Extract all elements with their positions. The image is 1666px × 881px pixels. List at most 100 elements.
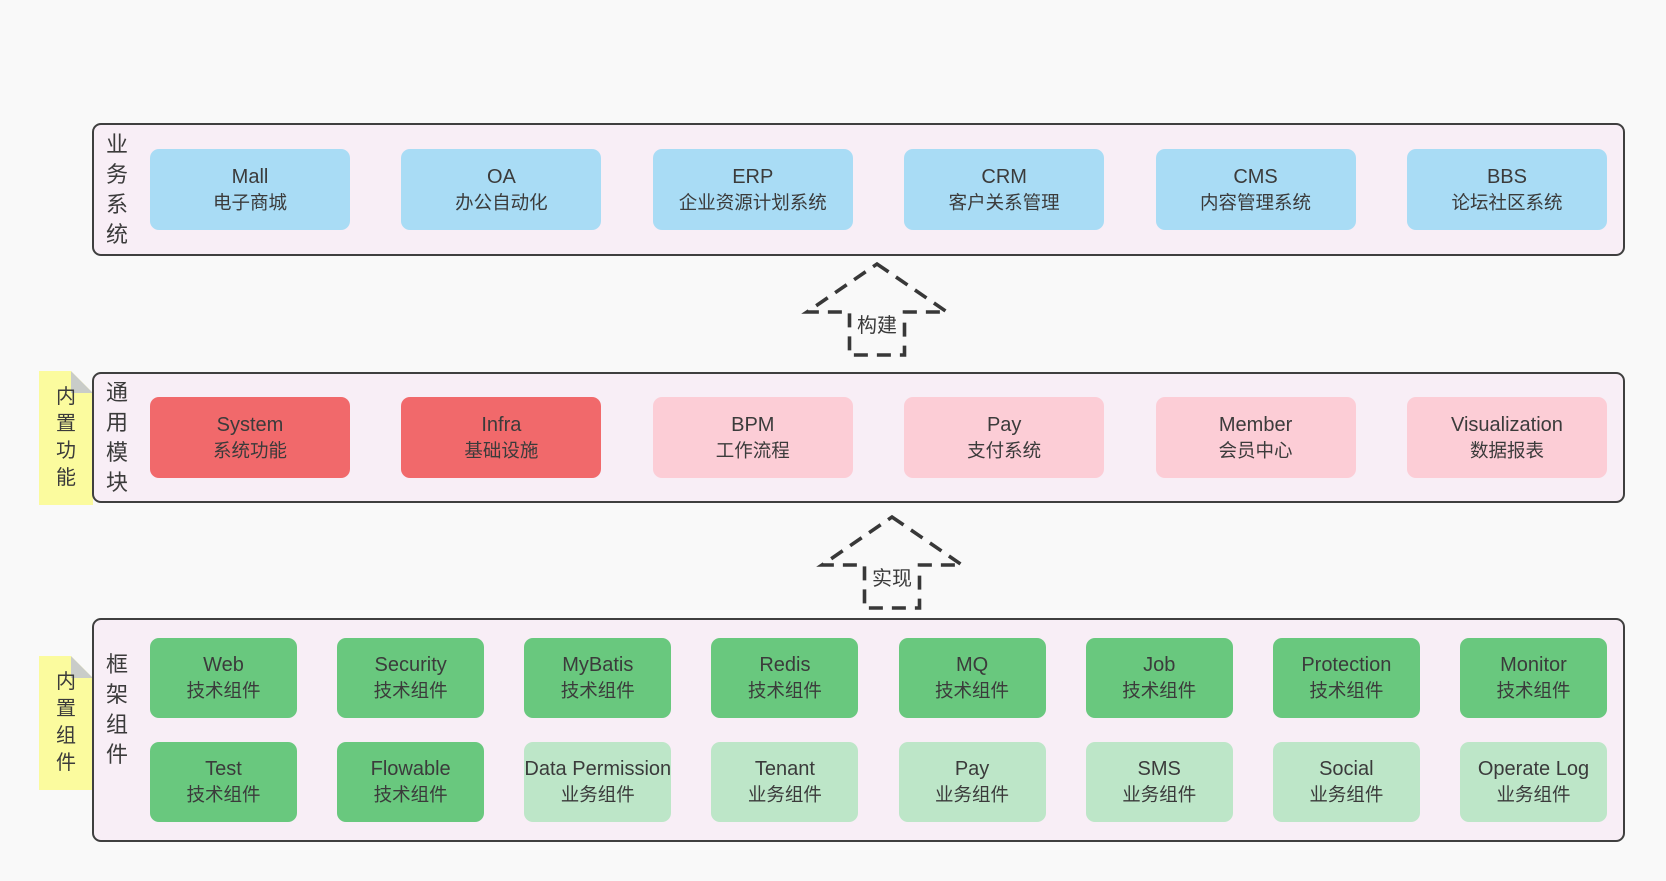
modules-box-row: System 系统功能 Infra 基础设施 BPM 工作流程 Pay 支付系统… — [150, 397, 1607, 478]
box-mybatis: MyBatis 技术组件 — [524, 638, 672, 718]
components-row-1: Web 技术组件 Security 技术组件 MyBatis 技术组件 Redi… — [150, 638, 1607, 718]
box-mall: Mall 电子商城 — [150, 149, 350, 230]
box-title: Data Permission — [524, 758, 672, 780]
box-subtitle: 业务组件 — [560, 784, 635, 805]
box-subtitle: 技术组件 — [186, 784, 261, 805]
box-title: BBS — [1486, 165, 1527, 188]
arrow-build-label: 构建 — [854, 314, 900, 338]
box-subtitle: 业务组件 — [1309, 784, 1384, 805]
box-subtitle: 技术组件 — [935, 680, 1010, 701]
box-job: Job 技术组件 — [1085, 638, 1233, 718]
box-title: Test — [205, 758, 242, 780]
box-mq: MQ 技术组件 — [898, 638, 1046, 718]
arrow-build: 构建 — [797, 258, 957, 358]
box-title: Flowable — [370, 758, 451, 780]
box-subtitle: 支付系统 — [967, 439, 1042, 461]
box-erp: ERP 企业资源计划系统 — [652, 149, 853, 230]
box-web: Web 技术组件 — [150, 638, 297, 718]
box-security: Security 技术组件 — [337, 638, 485, 718]
box-subtitle: 工作流程 — [715, 439, 790, 461]
box-subtitle: 技术组件 — [747, 680, 822, 701]
box-title: System — [216, 413, 284, 436]
box-member: Member 会员中心 — [1155, 397, 1356, 478]
box-subtitle: 技术组件 — [1496, 680, 1571, 701]
box-subtitle: 业务组件 — [1496, 784, 1571, 805]
box-subtitle: 技术组件 — [560, 680, 635, 701]
arrow-implement: 实现 — [812, 511, 972, 611]
box-title: Protection — [1301, 654, 1392, 676]
sticky-note-label: 内置功能 — [56, 386, 76, 489]
box-title: ERP — [732, 165, 774, 188]
box-subtitle: 技术组件 — [373, 680, 448, 701]
box-title: Operate Log — [1477, 758, 1590, 780]
up-arrow-icon — [816, 514, 968, 610]
box-title: MQ — [955, 654, 989, 676]
box-subtitle: 业务组件 — [747, 784, 822, 805]
box-subtitle: 论坛社区系统 — [1451, 191, 1563, 213]
up-arrow-icon — [801, 261, 953, 357]
arrow-implement-label: 实现 — [869, 567, 915, 591]
box-sms: SMS 业务组件 — [1085, 742, 1233, 822]
components-row-2: Test 技术组件 Flowable 技术组件 Data Permission … — [150, 742, 1607, 822]
box-title: Security — [374, 654, 447, 676]
box-title: Member — [1218, 413, 1293, 436]
box-pay-module: Pay 支付系统 — [904, 397, 1105, 478]
box-data-permission: Data Permission 业务组件 — [524, 742, 672, 822]
box-subtitle: 客户关系管理 — [948, 191, 1060, 213]
sticky-note-label: 内置组件 — [56, 671, 76, 774]
box-subtitle: 数据报表 — [1469, 439, 1544, 461]
box-crm: CRM 客户关系管理 — [904, 149, 1105, 230]
panel-label-common-modules: 通用模块 — [105, 379, 128, 495]
box-title: BPM — [731, 413, 775, 436]
box-title: Social — [1319, 758, 1374, 780]
box-infra: Infra 基础设施 — [401, 397, 602, 478]
box-cms: CMS 内容管理系统 — [1155, 149, 1356, 230]
box-title: CMS — [1233, 165, 1278, 188]
box-title: Pay — [954, 758, 990, 780]
box-title: Mall — [231, 165, 269, 188]
panel-business-systems: 业务系统 Mall 电子商城 OA 办公自动化 ERP 企业资源计划系统 CRM… — [92, 123, 1625, 256]
box-subtitle: 技术组件 — [186, 680, 261, 701]
box-subtitle: 系统功能 — [212, 439, 287, 461]
box-title: Pay — [986, 413, 1022, 436]
box-subtitle: 基础设施 — [464, 439, 539, 461]
box-operate-log: Operate Log 业务组件 — [1459, 742, 1607, 822]
box-title: CRM — [981, 165, 1027, 188]
box-title: Job — [1143, 654, 1176, 676]
sticky-note-builtin-features: 内置功能 — [39, 371, 93, 505]
box-test: Test 技术组件 — [150, 742, 297, 822]
box-social: Social 业务组件 — [1272, 742, 1420, 822]
box-pay-component: Pay 业务组件 — [898, 742, 1046, 822]
box-subtitle: 电子商城 — [212, 191, 287, 213]
panel-label-business-systems: 业务系统 — [105, 131, 128, 247]
box-title: Redis — [759, 654, 811, 676]
box-subtitle: 办公自动化 — [455, 191, 548, 213]
box-title: Visualization — [1450, 413, 1563, 436]
box-monitor: Monitor 技术组件 — [1459, 638, 1607, 718]
box-redis: Redis 技术组件 — [711, 638, 859, 718]
box-oa: OA 办公自动化 — [401, 149, 602, 230]
box-subtitle: 技术组件 — [1309, 680, 1384, 701]
box-visualization: Visualization 数据报表 — [1406, 397, 1607, 478]
box-subtitle: 技术组件 — [1122, 680, 1197, 701]
box-bbs: BBS 论坛社区系统 — [1406, 149, 1607, 230]
components-grid: Web 技术组件 Security 技术组件 MyBatis 技术组件 Redi… — [150, 638, 1607, 822]
box-subtitle: 业务组件 — [935, 784, 1010, 805]
box-protection: Protection 技术组件 — [1272, 638, 1420, 718]
sticky-note-builtin-components: 内置组件 — [39, 656, 93, 790]
box-bpm: BPM 工作流程 — [652, 397, 853, 478]
box-subtitle: 技术组件 — [373, 784, 448, 805]
box-subtitle: 会员中心 — [1218, 439, 1293, 461]
panel-framework-components: 框架组件 Web 技术组件 Security 技术组件 MyBatis 技术组件… — [92, 618, 1625, 842]
box-title: Tenant — [754, 758, 815, 780]
box-system: System 系统功能 — [150, 397, 350, 478]
box-tenant: Tenant 业务组件 — [711, 742, 859, 822]
box-flowable: Flowable 技术组件 — [337, 742, 485, 822]
box-title: OA — [486, 165, 516, 188]
box-subtitle: 业务组件 — [1122, 784, 1197, 805]
box-title: Monitor — [1500, 654, 1567, 676]
business-box-row: Mall 电子商城 OA 办公自动化 ERP 企业资源计划系统 CRM 客户关系… — [150, 149, 1607, 230]
panel-label-framework-components: 框架组件 — [105, 652, 128, 767]
panel-common-modules: 通用模块 System 系统功能 Infra 基础设施 BPM 工作流程 Pay… — [92, 372, 1625, 503]
